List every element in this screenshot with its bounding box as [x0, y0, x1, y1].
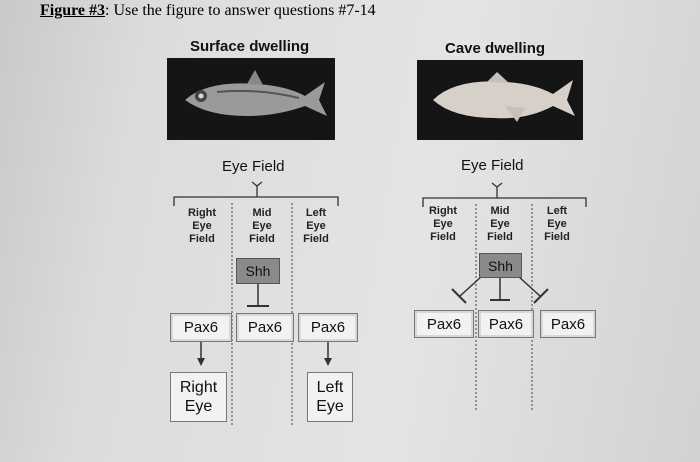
label-line: Eye	[547, 218, 567, 230]
figure-instructions: : Use the figure to answer questions #7-…	[105, 2, 376, 19]
label-line: Eye	[192, 220, 212, 232]
surface-pax6-mid: Pax6	[236, 313, 294, 342]
surface-right-eye-box: Right Eye	[170, 372, 227, 422]
cave-col-left-eye-field: Left Eye Field	[536, 205, 578, 244]
eye-label-line: Eye	[316, 398, 344, 415]
surface-pax6-right: Pax6	[170, 313, 232, 342]
cave-eye-field-label: Eye Field	[461, 157, 524, 174]
label-line: Right	[187, 207, 217, 219]
cave-pax6-mid: Pax6	[478, 310, 534, 338]
label-line: Left	[546, 205, 568, 217]
label-line: Field	[189, 233, 215, 245]
cave-shh-box: Shh	[479, 253, 522, 278]
label-line: Field	[430, 231, 456, 243]
cave-fish-photo	[417, 60, 583, 140]
surface-shh-box: Shh	[236, 258, 280, 284]
cave-pax6-right: Pax6	[414, 310, 474, 338]
surface-col-left-eye-field: Left Eye Field	[294, 207, 338, 246]
label-line: Eye	[252, 220, 272, 232]
figure-number: Figure #3	[40, 2, 106, 19]
label-line: Field	[487, 231, 513, 243]
cave-pax6-left: Pax6	[540, 310, 596, 338]
cave-col-mid-eye-field: Mid Eye Field	[479, 205, 521, 244]
cave-fish-icon	[433, 72, 575, 122]
label-line: Eye	[306, 220, 326, 232]
label-line: Right	[428, 205, 458, 217]
label-line: Field	[249, 233, 275, 245]
cave-heading: Cave dwelling	[445, 40, 546, 57]
label-line: Eye	[433, 218, 453, 230]
cave-col-right-eye-field: Right Eye Field	[422, 205, 464, 244]
surface-pax6-left: Pax6	[298, 313, 358, 342]
label-line: Mid	[490, 205, 510, 217]
surface-eye-field-label: Eye Field	[222, 158, 285, 175]
label-line: Mid	[252, 207, 272, 219]
surface-fish-icon	[185, 70, 327, 116]
label-line: Field	[544, 231, 570, 243]
label-line: Eye	[490, 218, 510, 230]
label-line: Left	[305, 207, 327, 219]
surface-fish-photo	[167, 58, 335, 140]
label-line: Field	[303, 233, 329, 245]
eye-label-line: Eye	[184, 398, 213, 415]
figure-title: Figure #3: Use the figure to answer ques…	[40, 2, 376, 20]
eye-label-line: Left	[316, 379, 344, 396]
surface-heading: Surface dwelling	[190, 38, 310, 55]
surface-col-mid-eye-field: Mid Eye Field	[240, 207, 284, 246]
surface-col-right-eye-field: Right Eye Field	[180, 207, 224, 246]
eye-label-line: Right	[179, 379, 218, 396]
surface-left-eye-box: Left Eye	[307, 372, 353, 422]
